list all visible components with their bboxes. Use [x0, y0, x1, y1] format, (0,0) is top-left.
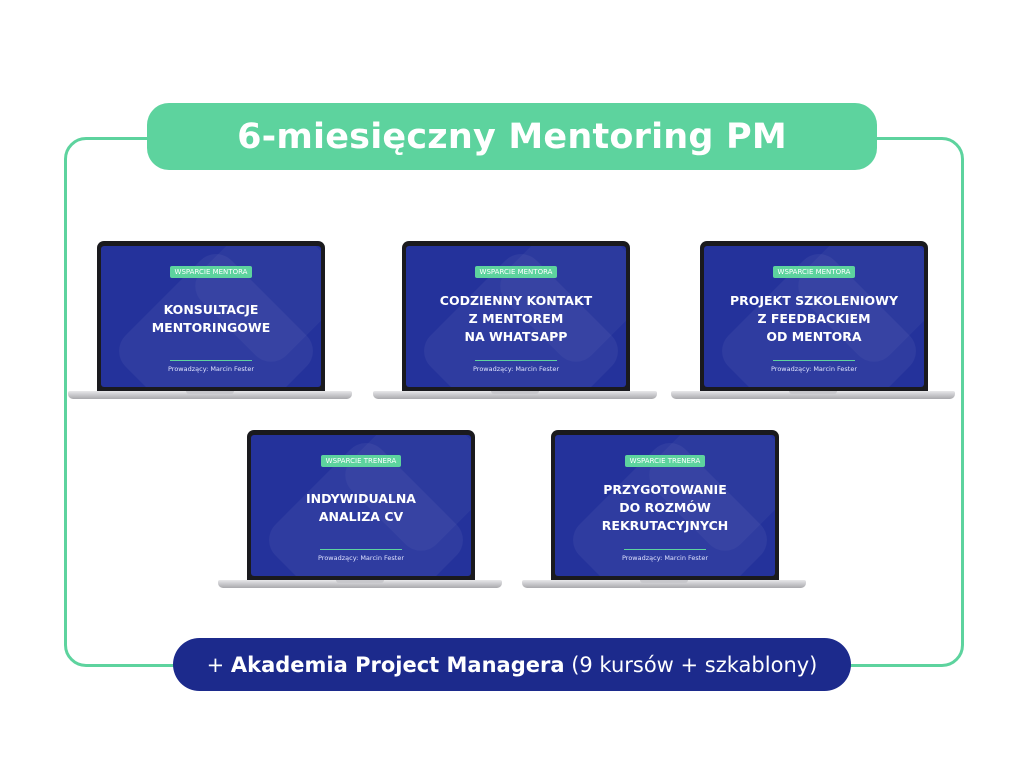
bonus-title: Akademia Project Managera: [230, 652, 565, 677]
laptop-lid: WSPARCIE TRENERA PRZYGOTOWANIE DO ROZMÓW…: [551, 430, 779, 580]
laptop-card: WSPARCIE TRENERA INDYWIDUALNA ANALIZA CV…: [218, 430, 502, 592]
divider: [170, 360, 252, 361]
laptop-screen: WSPARCIE TRENERA INDYWIDUALNA ANALIZA CV…: [251, 435, 471, 576]
course-title: PRZYGOTOWANIE DO ROZMÓW REKRUTACYJNYCH: [601, 482, 729, 533]
course-title: INDYWIDUALNA ANALIZA CV: [306, 491, 416, 524]
laptop-card: WSPARCIE MENTORA CODZIENNY KONTAKT Z MEN…: [373, 241, 657, 403]
laptop-lid: WSPARCIE MENTORA CODZIENNY KONTAKT Z MEN…: [402, 241, 630, 391]
laptop-lid: WSPARCIE MENTORA PROJEKT SZKOLENIOWY Z F…: [700, 241, 928, 391]
laptop-lid: WSPARCIE TRENERA INDYWIDUALNA ANALIZA CV…: [247, 430, 475, 580]
laptop-card: WSPARCIE TRENERA PRZYGOTOWANIE DO ROZMÓW…: [522, 430, 806, 592]
support-badge: WSPARCIE MENTORA: [169, 266, 253, 278]
divider: [475, 360, 557, 361]
course-title: KONSULTACJE MENTORINGOWE: [151, 302, 271, 335]
divider: [624, 549, 706, 550]
course-title: PROJEKT SZKOLENIOWY Z FEEDBACKIEM OD MEN…: [729, 293, 899, 344]
laptop-base: [671, 391, 955, 399]
laptop-lid: WSPARCIE MENTORA KONSULTACJE MENTORINGOW…: [97, 241, 325, 391]
laptop-card: WSPARCIE MENTORA KONSULTACJE MENTORINGOW…: [68, 241, 352, 403]
laptop-base: [68, 391, 352, 399]
support-badge: WSPARCIE MENTORA: [474, 266, 558, 278]
bonus-banner: + Akademia Project Managera (9 kursów + …: [173, 638, 851, 691]
laptop-notch: [789, 391, 837, 394]
laptop-base: [218, 580, 502, 588]
support-badge: WSPARCIE TRENERA: [320, 455, 402, 467]
laptop-screen: WSPARCIE MENTORA PROJEKT SZKOLENIOWY Z F…: [704, 246, 924, 387]
laptop-screen: WSPARCIE TRENERA PRZYGOTOWANIE DO ROZMÓW…: [555, 435, 775, 576]
course-author: Prowadzący: Marcin Fester: [317, 554, 404, 562]
course-title: CODZIENNY KONTAKT Z MENTOREM NA WHATSAPP: [439, 293, 593, 344]
laptop-notch: [186, 391, 234, 394]
course-author: Prowadzący: Marcin Fester: [167, 365, 254, 373]
course-author: Prowadzący: Marcin Fester: [621, 554, 708, 562]
laptop-base: [522, 580, 806, 588]
page-title: 6-miesięczny Mentoring PM: [147, 103, 877, 170]
support-badge: WSPARCIE TRENERA: [624, 455, 706, 467]
bonus-details: (9 kursów + szkablony): [564, 652, 818, 677]
laptop-screen: WSPARCIE MENTORA KONSULTACJE MENTORINGOW…: [101, 246, 321, 387]
laptop-base: [373, 391, 657, 399]
laptop-notch: [640, 580, 688, 583]
support-badge: WSPARCIE MENTORA: [772, 266, 856, 278]
course-author: Prowadzący: Marcin Fester: [770, 365, 857, 373]
course-author: Prowadzący: Marcin Fester: [472, 365, 559, 373]
laptop-notch: [336, 580, 384, 583]
laptop-notch: [491, 391, 539, 394]
laptop-card: WSPARCIE MENTORA PROJEKT SZKOLENIOWY Z F…: [671, 241, 955, 403]
bonus-plus: +: [206, 652, 231, 677]
laptop-screen: WSPARCIE MENTORA CODZIENNY KONTAKT Z MEN…: [406, 246, 626, 387]
divider: [773, 360, 855, 361]
divider: [320, 549, 402, 550]
